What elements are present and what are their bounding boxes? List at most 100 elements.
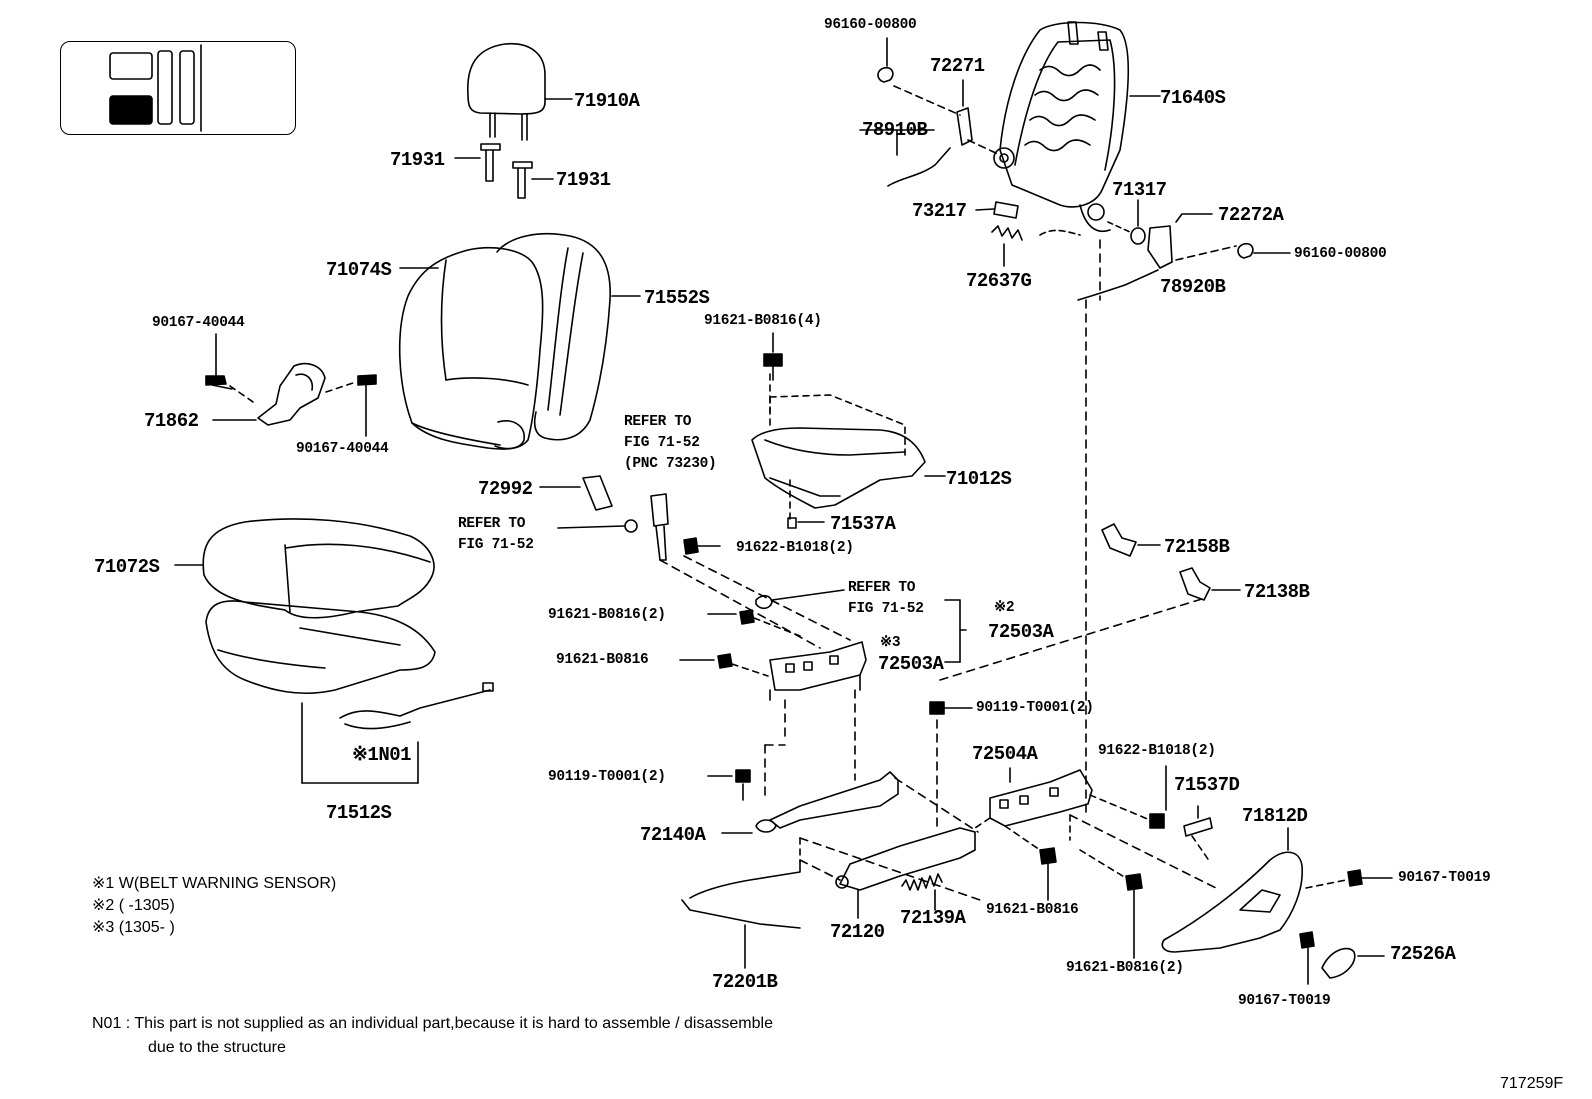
part-label[interactable]: 91621-B0816 bbox=[556, 652, 649, 668]
bolt-91622-B1018-right bbox=[1089, 765, 1167, 829]
n01-note-continued: due to the structure bbox=[148, 1039, 286, 1056]
part-label[interactable]: 90167-40044 bbox=[152, 315, 245, 331]
part-label[interactable]: 91622-B1018(2) bbox=[736, 540, 854, 556]
part-label[interactable]: 90119-T0001(2) bbox=[976, 700, 1094, 716]
variant-mark: ※2 bbox=[994, 600, 1015, 616]
cap-71537D bbox=[1183, 805, 1213, 863]
part-label[interactable]: 72271 bbox=[930, 55, 985, 77]
seat-adjuster-72503A bbox=[755, 589, 967, 781]
bolt-91622-B1018 bbox=[659, 537, 851, 649]
seatback-cover-part bbox=[398, 246, 544, 450]
spring-72139A bbox=[901, 873, 943, 911]
part-label[interactable]: 91622-B1018(2) bbox=[1098, 743, 1216, 759]
reference-note: REFER TO bbox=[624, 414, 692, 430]
part-label[interactable]: 71640S bbox=[1160, 87, 1226, 109]
pin-73217 bbox=[975, 201, 1019, 219]
n01-note: N01 : This part is not supplied as an in… bbox=[92, 1015, 773, 1032]
screw-91621-B0816-4 bbox=[763, 332, 783, 381]
figure-id: 717259F bbox=[1500, 1075, 1564, 1092]
part-label[interactable]: 71072S bbox=[94, 556, 160, 578]
reference-note: FIG 71-52 bbox=[848, 601, 924, 617]
part-label[interactable]: 71812D bbox=[1242, 805, 1308, 827]
seat-position-legend bbox=[60, 41, 296, 135]
part-label[interactable]: 90167-40044 bbox=[296, 441, 389, 457]
screws-91621-B0816-lower bbox=[1039, 847, 1143, 959]
seat-side-cover-71812D bbox=[1161, 827, 1303, 953]
part-label[interactable]: 90167-T0019 bbox=[1238, 993, 1331, 1009]
part-label[interactable]: 78920B bbox=[1160, 276, 1226, 298]
seat-position-legend-icon bbox=[109, 44, 202, 132]
reference-note: REFER TO bbox=[848, 580, 916, 596]
part-label[interactable]: 71862 bbox=[144, 410, 199, 432]
variant-mark: ※3 bbox=[880, 635, 901, 651]
headrest-part bbox=[467, 42, 573, 141]
footnote-3: ※3 (1305- ) bbox=[92, 919, 175, 936]
footnote-1: ※1 W(BELT WARNING SENSOR) bbox=[92, 875, 337, 892]
part-label[interactable]: 90119-T0001(2) bbox=[548, 769, 666, 785]
belt-warning-sensor-part bbox=[301, 682, 494, 784]
reference-note: REFER TO bbox=[458, 516, 526, 532]
part-label[interactable]: 71012S bbox=[946, 468, 1012, 490]
spring-72637G bbox=[991, 225, 1081, 267]
cover-72138B bbox=[1179, 567, 1241, 601]
part-label[interactable]: 91621-B0816(2) bbox=[1066, 960, 1184, 976]
part-label[interactable]: 91621-B0816 bbox=[986, 902, 1079, 918]
part-label[interactable]: 71931 bbox=[556, 169, 611, 191]
reference-note: (PNC 73230) bbox=[624, 456, 717, 472]
cap-71537A bbox=[787, 517, 825, 529]
bolt-90119-T0001 bbox=[707, 701, 973, 831]
side-shield-part bbox=[212, 362, 357, 426]
washer-71317 bbox=[1107, 199, 1146, 245]
recliner-cover-72272A bbox=[1147, 213, 1213, 269]
recliner-cable-78910B bbox=[859, 129, 1159, 301]
seat-track-72120 bbox=[799, 777, 979, 919]
part-label[interactable]: 72120 bbox=[830, 921, 885, 943]
part-label[interactable]: 96160-00800 bbox=[824, 17, 917, 33]
part-label[interactable]: 91621-B0816(2) bbox=[548, 607, 666, 623]
knob-72526A bbox=[1321, 947, 1385, 979]
headrest-guide-parts bbox=[454, 143, 554, 199]
seatback-frame-part bbox=[993, 21, 1161, 232]
part-label[interactable]: 72138B bbox=[1244, 581, 1310, 603]
part-label[interactable]: 71074S bbox=[326, 259, 392, 281]
part-label[interactable]: 72272A bbox=[1218, 204, 1284, 226]
cover-72158B bbox=[1101, 523, 1161, 557]
part-label[interactable]: 72201B bbox=[712, 971, 778, 993]
seat-cushion-cover-part bbox=[174, 518, 435, 619]
part-label[interactable]: 72158B bbox=[1164, 536, 1230, 558]
part-label[interactable]: 71910A bbox=[574, 90, 640, 112]
part-label[interactable]: 71512S bbox=[326, 802, 392, 824]
part-label[interactable]: 90167-T0019 bbox=[1398, 870, 1491, 886]
part-label[interactable]: 72992 bbox=[478, 478, 533, 500]
seatback-pad-part bbox=[494, 232, 641, 450]
part-label[interactable]: 71537D bbox=[1174, 774, 1240, 796]
clip-96160-00800 bbox=[877, 37, 1291, 261]
recliner-cover-72271 bbox=[956, 79, 1001, 156]
part-label[interactable]: 78910B bbox=[862, 119, 928, 141]
part-label[interactable]: 72140A bbox=[640, 824, 706, 846]
part-label[interactable]: 72637G bbox=[966, 270, 1032, 292]
part-label[interactable]: 72139A bbox=[900, 907, 966, 929]
reference-note: FIG 71-52 bbox=[458, 537, 534, 553]
part-label[interactable]: 72526A bbox=[1390, 943, 1456, 965]
seat-cushion-pad-part bbox=[205, 600, 436, 695]
part-label[interactable]: 71552S bbox=[644, 287, 710, 309]
part-label[interactable]: 72503A bbox=[878, 653, 944, 675]
seatbelt-cover-part bbox=[539, 475, 613, 511]
part-label[interactable]: 72504A bbox=[972, 743, 1038, 765]
part-label[interactable]: 72503A bbox=[988, 621, 1054, 643]
part-label[interactable]: ※1N01 bbox=[352, 744, 412, 766]
reference-note: FIG 71-52 bbox=[624, 435, 700, 451]
seat-track-72140A bbox=[721, 744, 981, 901]
part-label[interactable]: 96160-00800 bbox=[1294, 246, 1387, 262]
seatbelt-buckle-part bbox=[557, 493, 669, 561]
part-label[interactable]: 71317 bbox=[1112, 179, 1167, 201]
screw-90167-T0019 bbox=[1299, 869, 1393, 985]
part-label[interactable]: 73217 bbox=[912, 200, 967, 222]
part-label[interactable]: 71537A bbox=[830, 513, 896, 535]
part-label[interactable]: 71931 bbox=[390, 149, 445, 171]
part-label[interactable]: 91621-B0816(4) bbox=[704, 313, 822, 329]
wire-72201B bbox=[681, 837, 801, 969]
screw-90167-40044 bbox=[205, 333, 377, 437]
